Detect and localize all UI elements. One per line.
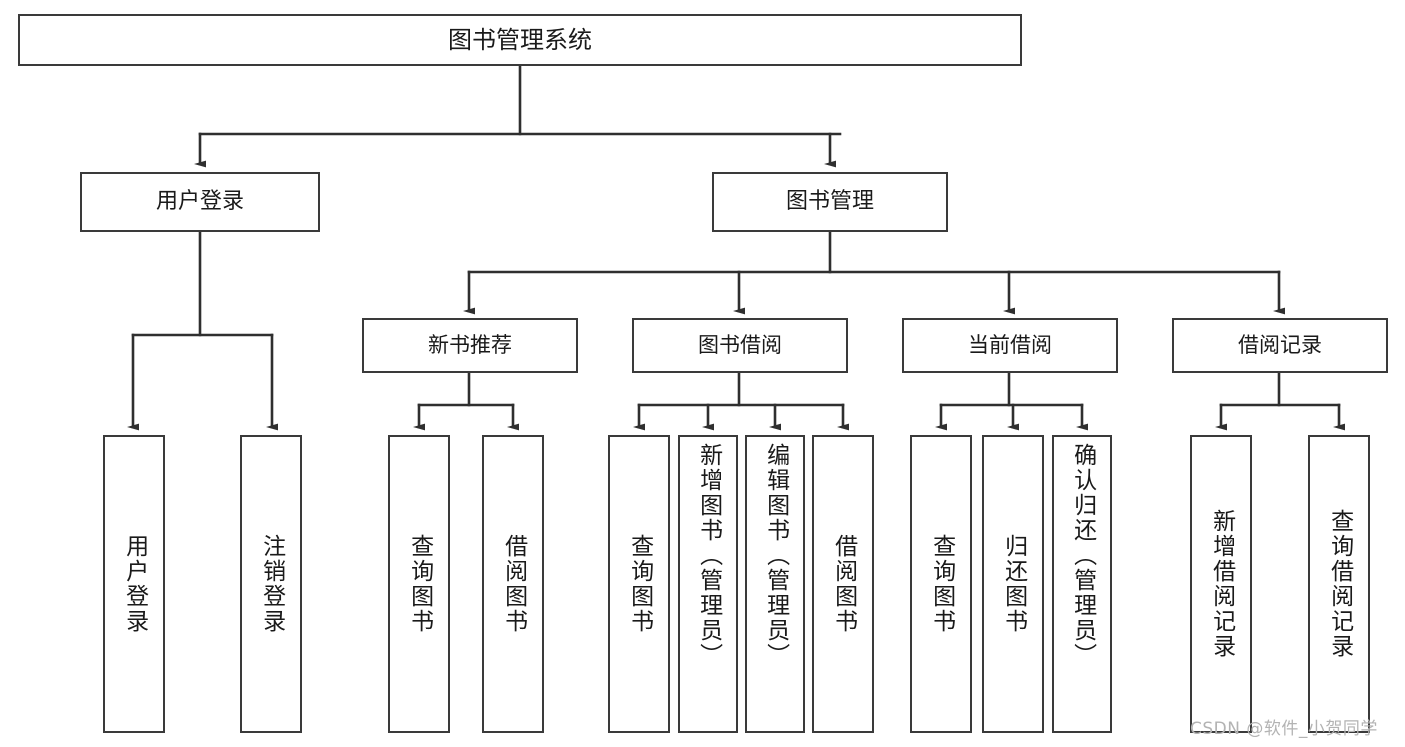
- leaf-query-borrow-record[interactable]: 查询借阅记录: [1308, 435, 1370, 733]
- node-book-borrow[interactable]: 图书借阅: [632, 318, 848, 373]
- leaf-query-book-current[interactable]: 查询图书: [910, 435, 972, 733]
- node-borrow-records[interactable]: 借阅记录: [1172, 318, 1388, 373]
- leaf-borrow-book-new[interactable]: 借阅图书: [482, 435, 544, 733]
- leaf-query-book-new[interactable]: 查询图书: [388, 435, 450, 733]
- leaf-add-borrow-record[interactable]: 新增借阅记录: [1190, 435, 1252, 733]
- leaf-logout[interactable]: 注销登录: [240, 435, 302, 733]
- leaf-confirm-return-admin[interactable]: 确认归还（管理员）: [1052, 435, 1112, 733]
- node-book-management[interactable]: 图书管理: [712, 172, 948, 232]
- leaf-borrow-book[interactable]: 借阅图书: [812, 435, 874, 733]
- csdn-watermark: CSDN @软件_小贺同学: [1190, 719, 1378, 739]
- leaf-return-book[interactable]: 归还图书: [982, 435, 1044, 733]
- leaf-add-book-admin[interactable]: 新增图书（管理员）: [678, 435, 738, 733]
- node-user-login[interactable]: 用户登录: [80, 172, 320, 232]
- leaf-user-login[interactable]: 用户登录: [103, 435, 165, 733]
- node-root-system[interactable]: 图书管理系统: [18, 14, 1022, 66]
- node-new-book-recommend[interactable]: 新书推荐: [362, 318, 578, 373]
- leaf-query-book-borrow[interactable]: 查询图书: [608, 435, 670, 733]
- node-current-borrow[interactable]: 当前借阅: [902, 318, 1118, 373]
- leaf-edit-book-admin[interactable]: 编辑图书（管理员）: [745, 435, 805, 733]
